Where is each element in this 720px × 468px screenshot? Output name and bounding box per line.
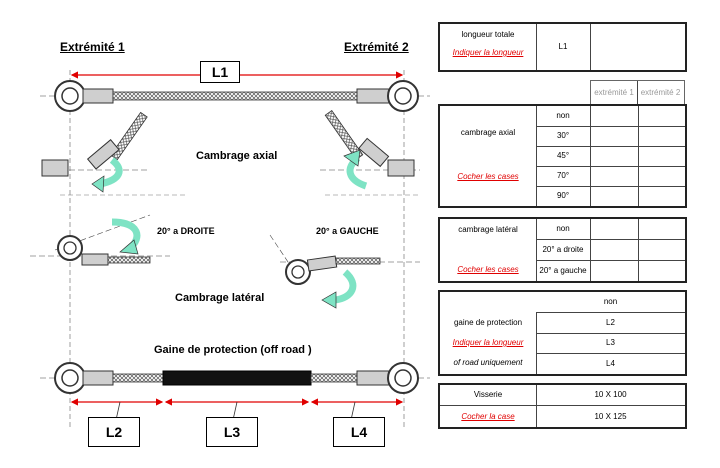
total-length-note: Indiquer la longueur <box>452 48 524 57</box>
total-length-value: L1 <box>558 42 568 51</box>
l4-box: L4 <box>333 417 385 447</box>
total-length-input[interactable] <box>590 24 685 70</box>
sheath-note: Indiquer la longueur <box>452 338 524 347</box>
axial-option: non <box>556 111 570 120</box>
l2-box: L2 <box>88 417 140 447</box>
sheath-offroad-label: of road uniquement <box>453 358 523 367</box>
axial-header: extrémité 1 extrémité 2 <box>590 80 685 105</box>
protection-sheath <box>162 370 312 386</box>
lateral-end1-checkboxes[interactable] <box>590 219 638 281</box>
axial-end2-checkboxes[interactable] <box>638 106 685 206</box>
lateral-bend-title: Cambrage latéral <box>175 292 265 304</box>
bottom-cable <box>40 362 430 394</box>
sheath-title: Gaine de protection (off road ) <box>154 344 312 356</box>
total-length-table: longueur totale Indiquer la longueur L1 <box>438 22 687 72</box>
hardware-option[interactable]: 10 X 125 <box>594 411 627 421</box>
right-20-label: 20° a DROITE <box>157 226 215 236</box>
axial-bend-note: Cocher les cases <box>457 172 519 181</box>
l3-box: L3 <box>206 417 258 447</box>
sheath-option[interactable]: L3 <box>606 338 615 347</box>
lateral-end2-checkboxes[interactable] <box>638 219 685 281</box>
axial-option: 45° <box>556 151 570 160</box>
axial-option: 30° <box>556 131 570 140</box>
lateral-left-bend <box>30 214 170 266</box>
axial-option: 90° <box>556 191 570 200</box>
lateral-bend-table: cambrage latéral Cocher les cases non 20… <box>438 217 687 283</box>
l1-box: L1 <box>200 61 240 83</box>
end1-label: Extrémité 1 <box>60 40 125 54</box>
total-length-label: longueur totale <box>461 30 515 39</box>
cable-diagram: Extrémité 1 Extrémité 2 L1 Cambrage axia… <box>30 40 430 447</box>
sheath-option[interactable]: L2 <box>606 317 615 327</box>
axial-bend-title: Cambrage axial <box>196 150 278 162</box>
lateral-option: 20° a droite <box>542 244 584 254</box>
axial-left-bend <box>41 111 150 193</box>
lateral-option: non <box>556 224 570 233</box>
lateral-option: 20° a gauche <box>539 265 587 275</box>
top-cable <box>40 80 430 112</box>
hardware-table: Visserie Cocher la case 10 X 100 10 X 12… <box>438 383 687 429</box>
left-20-label: 20° a GAUCHE <box>316 226 379 236</box>
sheath-table: non gaine de protection Indiquer la long… <box>438 290 687 376</box>
end2-label: Extrémité 2 <box>344 40 409 54</box>
lateral-right-bend <box>269 234 420 309</box>
diagram-drawing <box>30 70 430 430</box>
sheath-dimensions <box>70 398 404 421</box>
axial-end1-checkboxes[interactable] <box>590 106 638 206</box>
hardware-note: Cocher la case <box>461 411 515 421</box>
lateral-bend-note: Cocher les cases <box>457 265 519 274</box>
lateral-bend-label: cambrage latéral <box>458 225 518 234</box>
axial-col-end2: extrémité 2 <box>640 88 681 97</box>
axial-col-end1: extrémité 1 <box>594 88 634 97</box>
sheath-option[interactable]: non <box>603 297 618 306</box>
sheath-option[interactable]: L4 <box>606 358 615 368</box>
axial-bend-table: cambrage axial Cocher les cases non 30° … <box>438 104 687 208</box>
axial-option: 70° <box>556 171 570 180</box>
hardware-label: Visserie <box>473 390 503 399</box>
hardware-option[interactable]: 10 X 100 <box>594 390 627 399</box>
axial-bend-label: cambrage axial <box>460 128 516 137</box>
sheath-label: gaine de protection <box>453 318 523 327</box>
axial-right-bend <box>320 110 420 190</box>
